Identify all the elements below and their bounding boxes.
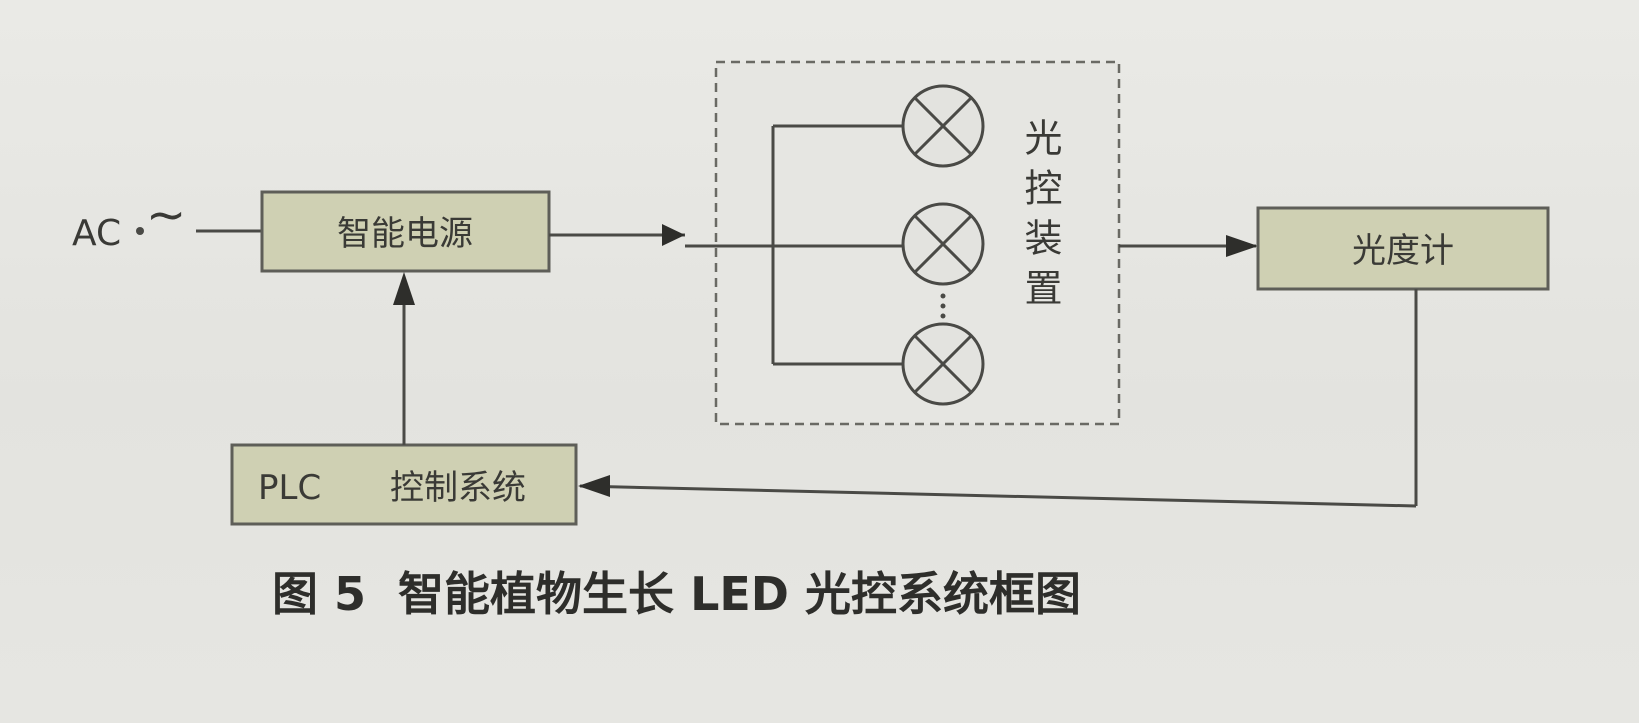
ac-input-label: AC — [72, 213, 121, 254]
plc-prefix-label: PLC — [258, 468, 321, 508]
figure-caption: 图 5 智能植物生长 LED 光控系统框图 — [272, 567, 1081, 621]
lamp-ellipsis-dots — [940, 293, 946, 319]
power-supply-block — [260, 190, 551, 273]
lamp-3-icon — [901, 322, 985, 406]
light-meter-block — [1256, 206, 1550, 291]
lamps-to-meter-arrowhead — [1226, 235, 1258, 257]
ac-symbol: ~ — [146, 187, 186, 243]
power-supply-label: 智能电源 — [337, 214, 473, 254]
meter-feedback-return-line — [579, 484, 1417, 508]
light-meter-label: 光度计 — [1352, 231, 1454, 271]
plc-control-label: 控制系统 — [390, 468, 526, 508]
light-control-label: 光控装置 — [1018, 118, 1062, 318]
plc-to-power-arrowhead — [393, 272, 415, 305]
meter-to-plc-arrowhead — [578, 475, 610, 497]
lamp-2-icon — [901, 202, 985, 286]
power-to-lamps-arrowhead — [662, 224, 685, 246]
ac-terminal — [136, 227, 144, 235]
plc-control-block — [230, 443, 578, 526]
lamp-1-icon — [901, 84, 985, 168]
